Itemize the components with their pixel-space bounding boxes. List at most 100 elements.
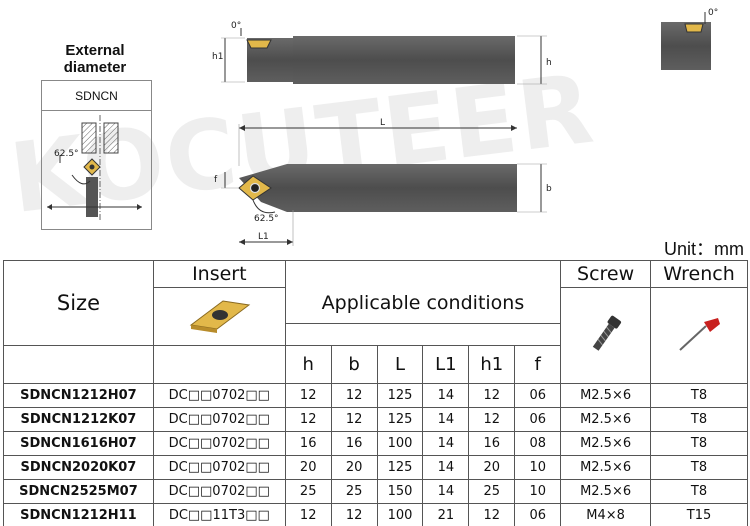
table-row: SDNCN2525M07 DC□□0702□□ 25 25 150 14 25 … bbox=[3, 479, 748, 504]
dim-f: f bbox=[214, 175, 218, 185]
cell-h1: 16 bbox=[468, 431, 516, 456]
cell-size: SDNCN2525M07 bbox=[3, 479, 154, 504]
cell-insert: DC□□0702□□ bbox=[152, 407, 286, 432]
cell-wrench: T15 bbox=[650, 503, 748, 526]
side-shank bbox=[293, 36, 515, 84]
cell-L: 150 bbox=[376, 479, 424, 504]
tool-drawing bbox=[221, 28, 547, 246]
header-conditions-cell: Applicable conditions bbox=[284, 260, 562, 346]
cell-L: 100 bbox=[376, 503, 424, 526]
size-header-filler bbox=[3, 345, 154, 384]
cell-f: 10 bbox=[514, 479, 562, 504]
dim-angle-main: 62.5° bbox=[254, 214, 279, 224]
table-row: SDNCN1212H11 DC□□11T3□□ 12 12 100 21 12 … bbox=[3, 503, 748, 526]
cell-insert: DC□□0702□□ bbox=[152, 431, 286, 456]
cell-insert: DC□□0702□□ bbox=[152, 383, 286, 408]
table-row: SDNCN2020K07 DC□□0702□□ 20 20 125 14 20 … bbox=[3, 455, 748, 480]
cell-screw: M4×8 bbox=[560, 503, 652, 526]
screw-image-cell bbox=[560, 287, 652, 384]
cell-L: 125 bbox=[376, 407, 424, 432]
cell-screw: M2.5×6 bbox=[560, 383, 652, 408]
dim-L: L bbox=[380, 118, 386, 128]
subheader-f: f bbox=[514, 345, 562, 384]
detail-box: SDNCN 62.5° bbox=[41, 80, 152, 230]
cell-L: 100 bbox=[376, 431, 424, 456]
external-diameter-label: External diameter bbox=[63, 42, 127, 76]
cell-b: 25 bbox=[330, 479, 378, 504]
cell-screw: M2.5×6 bbox=[560, 407, 652, 432]
insert-image-cell bbox=[152, 287, 286, 346]
cell-screw: M2.5×6 bbox=[560, 479, 652, 504]
cell-L1: 21 bbox=[422, 503, 470, 526]
cell-h: 25 bbox=[284, 479, 332, 504]
cell-h: 12 bbox=[284, 383, 332, 408]
top-body bbox=[239, 164, 517, 212]
cell-wrench: T8 bbox=[650, 431, 748, 456]
table-row: SDNCN1212H07 DC□□0702□□ 12 12 125 14 12 … bbox=[3, 383, 748, 408]
dim-angle-right: 0° bbox=[708, 8, 719, 18]
wrench-icon bbox=[679, 317, 721, 351]
cell-insert: DC□□0702□□ bbox=[152, 455, 286, 480]
cell-size: SDNCN1616H07 bbox=[3, 431, 154, 456]
dim-b: b bbox=[546, 184, 552, 194]
cell-h1: 12 bbox=[468, 407, 516, 432]
header-size: Size bbox=[3, 260, 154, 346]
wrench-image-cell bbox=[650, 287, 748, 384]
subheader-h: h bbox=[284, 345, 332, 384]
cell-L1: 14 bbox=[422, 383, 470, 408]
header-screw: Screw bbox=[560, 260, 652, 288]
cell-f: 06 bbox=[514, 383, 562, 408]
cell-size: SDNCN1212K07 bbox=[3, 407, 154, 432]
cell-h: 12 bbox=[284, 503, 332, 526]
cell-L1: 14 bbox=[422, 407, 470, 432]
table-row: SDNCN1212K07 DC□□0702□□ 12 12 125 14 12 … bbox=[3, 407, 748, 432]
cell-f: 06 bbox=[514, 407, 562, 432]
cell-b: 12 bbox=[330, 383, 378, 408]
dim-h1: h1 bbox=[212, 52, 224, 62]
header-insert: Insert bbox=[152, 260, 286, 288]
table-row: SDNCN1616H07 DC□□0702□□ 16 16 100 14 16 … bbox=[3, 431, 748, 456]
cell-L1: 14 bbox=[422, 455, 470, 480]
cell-L: 125 bbox=[376, 383, 424, 408]
header-wrench: Wrench bbox=[650, 260, 748, 288]
insert-icon bbox=[190, 299, 251, 333]
cell-h1: 12 bbox=[468, 503, 516, 526]
cell-insert: DC□□0702□□ bbox=[152, 479, 286, 504]
cell-h: 12 bbox=[284, 407, 332, 432]
end-view bbox=[661, 12, 711, 70]
model-label: SDNCN bbox=[42, 81, 151, 111]
subheader-L: L bbox=[376, 345, 424, 384]
cell-wrench: T8 bbox=[650, 455, 748, 480]
dim-L1: L1 bbox=[258, 232, 269, 242]
unit-label: Unit：mm bbox=[664, 239, 744, 259]
cell-h1: 12 bbox=[468, 383, 516, 408]
cell-b: 16 bbox=[330, 431, 378, 456]
cell-insert: DC□□11T3□□ bbox=[152, 503, 286, 526]
screw-icon bbox=[592, 315, 621, 351]
subheader-L1: L1 bbox=[422, 345, 470, 384]
cell-wrench: T8 bbox=[650, 383, 748, 408]
cell-screw: M2.5×6 bbox=[560, 431, 652, 456]
cell-L: 125 bbox=[376, 455, 424, 480]
cell-size: SDNCN1212H07 bbox=[3, 383, 154, 408]
subheader-h1: h1 bbox=[468, 345, 516, 384]
insert-header-filler bbox=[152, 345, 286, 384]
detail-angle-label: 62.5° bbox=[54, 149, 79, 159]
side-insert bbox=[246, 39, 272, 49]
cell-f: 10 bbox=[514, 455, 562, 480]
cell-wrench: T8 bbox=[650, 407, 748, 432]
cell-size: SDNCN2020K07 bbox=[3, 455, 154, 480]
cell-h: 16 bbox=[284, 431, 332, 456]
cell-b: 12 bbox=[330, 503, 378, 526]
cell-size: SDNCN1212H11 bbox=[3, 503, 154, 526]
cell-h1: 20 bbox=[468, 455, 516, 480]
detail-drawing bbox=[47, 115, 142, 221]
cell-L1: 14 bbox=[422, 479, 470, 504]
cell-b: 12 bbox=[330, 407, 378, 432]
cell-L1: 14 bbox=[422, 431, 470, 456]
workpiece-right bbox=[103, 122, 119, 154]
cell-h: 20 bbox=[284, 455, 332, 480]
cell-screw: M2.5×6 bbox=[560, 455, 652, 480]
cell-b: 20 bbox=[330, 455, 378, 480]
cell-wrench: T8 bbox=[650, 479, 748, 504]
